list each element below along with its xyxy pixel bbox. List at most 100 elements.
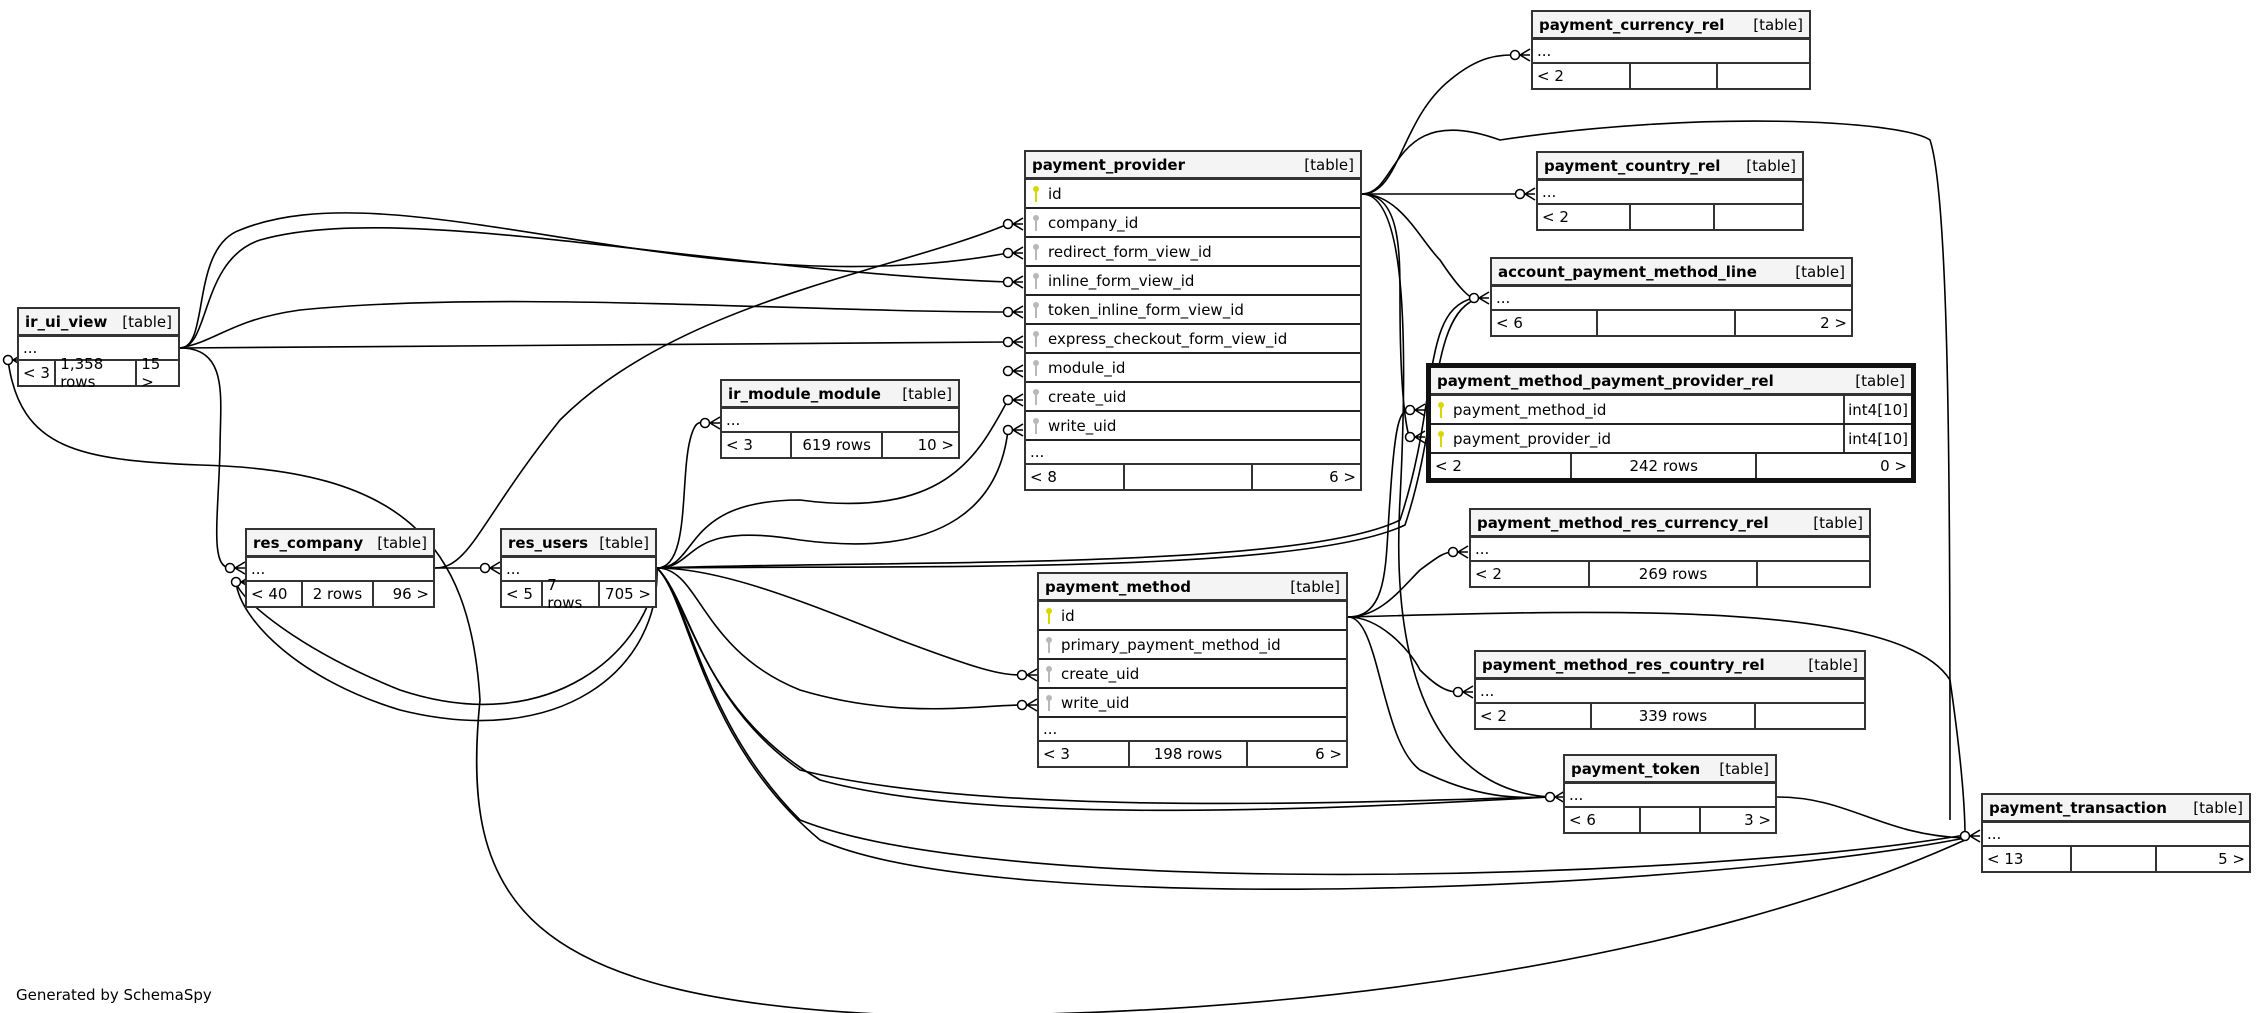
table-payment-method-res-currency-rel[interactable]: payment_method_res_currency_rel[table] .… [1469, 508, 1871, 588]
children-count[interactable]: 0 > [1755, 454, 1911, 478]
children-count[interactable] [1713, 205, 1802, 229]
table-kind: [table] [1808, 655, 1858, 674]
column-row[interactable]: module_id [1026, 354, 1360, 383]
table-payment-method-res-country-rel[interactable]: payment_method_res_country_rel[table] ..… [1474, 650, 1866, 730]
column-row[interactable]: inline_form_view_id [1026, 267, 1360, 296]
table-name[interactable]: payment_method_payment_provider_rel [1437, 371, 1774, 390]
more-columns: ... [1538, 181, 1802, 205]
column-row[interactable]: primary_payment_method_id [1039, 631, 1346, 660]
optional-marker-icon [1002, 218, 1014, 230]
column-type: int4[10] [1843, 425, 1911, 452]
foreign-key-icon [1032, 242, 1040, 262]
column-row[interactable]: express_checkout_form_view_id [1026, 325, 1360, 354]
optional-marker-icon [1509, 49, 1521, 61]
parents-count[interactable]: < 6 [1569, 811, 1596, 829]
row-count: 242 rows [1570, 454, 1755, 478]
column-row[interactable]: write_uid [1026, 412, 1360, 441]
parents-count[interactable]: < 3 [23, 364, 50, 382]
table-account-payment-method-line[interactable]: account_payment_method_line[table] ... <… [1490, 257, 1853, 337]
table-payment-country-rel[interactable]: payment_country_rel [table] ... < 2 [1536, 151, 1804, 231]
children-count[interactable] [1753, 704, 1864, 728]
relationship-edge-ir-ui-view-self [7, 359, 1966, 1013]
children-count[interactable]: 10 > [880, 433, 958, 457]
table-name[interactable]: payment_provider [1032, 155, 1185, 174]
column-row[interactable]: write_uid [1039, 689, 1346, 718]
row-count: 339 rows [1590, 704, 1753, 728]
column-row[interactable]: redirect_form_view_id [1026, 238, 1360, 267]
relationship-edge-res-users-payment-transaction2 [656, 567, 1966, 890]
crows-foot-icon [1012, 335, 1024, 349]
table-kind: [table] [599, 533, 649, 552]
children-count[interactable] [1755, 562, 1869, 586]
table-name[interactable]: payment_method_res_currency_rel [1477, 513, 1769, 532]
table-name[interactable]: payment_method_res_country_rel [1482, 655, 1765, 674]
table-name[interactable]: payment_method [1045, 577, 1192, 596]
parents-count[interactable]: < 2 [1435, 457, 1462, 475]
table-name[interactable]: ir_ui_view [25, 312, 108, 331]
table-kind: [table] [1746, 156, 1796, 175]
parents-count[interactable]: < 2 [1480, 707, 1507, 725]
parents-count[interactable]: < 13 [1987, 850, 2024, 868]
foreign-key-icon [1032, 387, 1040, 407]
more-columns: ... [247, 558, 433, 582]
more-columns: ... [1471, 538, 1869, 562]
relationship-edge-token-transaction [1776, 796, 1966, 839]
table-name[interactable]: ir_module_module [728, 384, 881, 403]
table-name[interactable]: payment_country_rel [1544, 156, 1721, 175]
parents-count[interactable]: < 5 [506, 585, 533, 603]
relationship-edge-ir-ui-view-res-company [179, 347, 231, 569]
column-row[interactable]: token_inline_form_view_id [1026, 296, 1360, 325]
parents-count[interactable]: < 3 [726, 436, 753, 454]
column-name: redirect_form_view_id [1048, 242, 1212, 261]
parents-count[interactable]: < 2 [1475, 565, 1502, 583]
column-row[interactable]: id [1026, 180, 1360, 209]
column-row[interactable]: create_uid [1026, 383, 1360, 412]
parents-count[interactable]: < 2 [1542, 208, 1569, 226]
table-kind: [table] [1290, 577, 1340, 596]
children-count[interactable]: 3 > [1699, 808, 1775, 832]
parents-count[interactable]: < 40 [251, 585, 288, 603]
table-payment-method-payment-provider-rel[interactable]: payment_method_payment_provider_rel[tabl… [1426, 363, 1916, 483]
parents-count[interactable]: < 8 [1030, 468, 1057, 486]
crows-foot-icon [1012, 217, 1024, 231]
generated-by-note: Generated by SchemaSpy [16, 986, 212, 1004]
foreign-key-icon [1045, 664, 1053, 684]
children-count[interactable]: 6 > [1246, 742, 1346, 766]
foreign-key-icon [1045, 635, 1053, 655]
table-name[interactable]: payment_transaction [1989, 798, 2167, 817]
table-name[interactable]: res_users [508, 533, 589, 552]
children-count[interactable]: 6 > [1251, 465, 1360, 489]
children-count[interactable]: 2 > [1734, 311, 1851, 335]
table-payment-provider[interactable]: payment_provider[table] id company_id re… [1024, 150, 1362, 491]
table-name[interactable]: payment_currency_rel [1539, 15, 1725, 34]
parents-count[interactable]: < 6 [1496, 314, 1523, 332]
children-count[interactable]: 705 > [598, 582, 655, 606]
column-row[interactable]: id [1039, 602, 1346, 631]
column-name: module_id [1048, 358, 1126, 377]
column-row[interactable]: company_id [1026, 209, 1360, 238]
relationship-edge-pm-res-country [1347, 616, 1459, 693]
optional-marker-icon [230, 576, 242, 588]
table-name[interactable]: account_payment_method_line [1498, 262, 1757, 281]
table-payment-method[interactable]: payment_method [table] id primary_payment… [1037, 572, 1348, 768]
parents-count[interactable]: < 2 [1537, 67, 1564, 85]
table-name[interactable]: payment_token [1571, 759, 1701, 778]
children-count[interactable]: 15 > [135, 355, 178, 391]
optional-marker-icon [1452, 686, 1464, 698]
children-count[interactable]: 5 > [2155, 847, 2249, 871]
column-row[interactable]: create_uid [1039, 660, 1346, 689]
parents-count[interactable]: < 3 [1043, 745, 1070, 763]
children-count[interactable] [1716, 64, 1809, 88]
table-name[interactable]: res_company [253, 533, 364, 552]
table-payment-currency-rel[interactable]: payment_currency_rel[table] ... < 2 [1531, 10, 1811, 90]
children-count[interactable]: 96 > [372, 582, 433, 606]
